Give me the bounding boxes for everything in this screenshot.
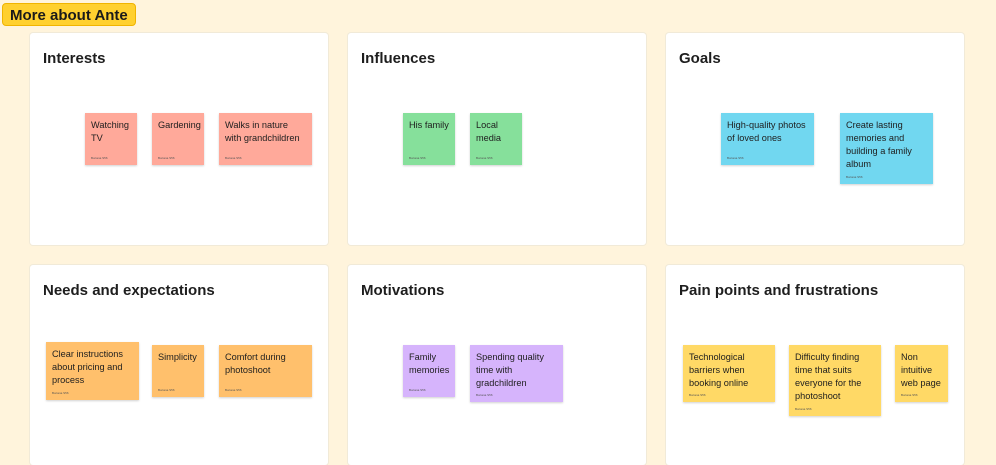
sticky-note[interactable]: Difficulty finding time that suits every… — [789, 345, 881, 416]
sticky-text: Technological barriers when booking onli… — [689, 352, 749, 388]
sticky-author: Boriana S56 — [901, 393, 918, 397]
sticky-note[interactable]: Comfort during photoshoot Boriana S56 — [219, 345, 312, 397]
sticky-author: Boriana S56 — [158, 388, 175, 392]
sticky-note[interactable]: Non intuitive web page Boriana S56 — [895, 345, 948, 402]
sticky-note[interactable]: Local media Boriana S56 — [470, 113, 522, 165]
card-motivations[interactable]: Motivations Family memories Boriana S56 … — [348, 265, 646, 465]
sticky-text: High-quality photos of loved ones — [727, 120, 806, 143]
sticky-text: Gardening — [158, 120, 201, 130]
sticky-author: Boriana S56 — [409, 388, 426, 392]
sticky-note[interactable]: Simplicity Boriana S56 — [152, 345, 204, 397]
sticky-text: Watching TV — [91, 120, 129, 143]
sticky-author: Boriana S56 — [158, 156, 175, 160]
sticky-author: Boriana S56 — [225, 388, 242, 392]
card-title: Pain points and frustrations — [679, 282, 879, 299]
sticky-note[interactable]: His family Boriana S56 — [403, 113, 455, 165]
sticky-author: Boriana S56 — [409, 156, 426, 160]
sticky-text: Comfort during photoshoot — [225, 352, 286, 375]
card-title: Interests — [43, 50, 106, 67]
sticky-note[interactable]: Create lasting memories and building a f… — [840, 113, 933, 184]
sticky-text: Clear instructions about pricing and pro… — [52, 349, 123, 385]
sticky-note[interactable]: Walks in nature with grandchildren Boria… — [219, 113, 312, 165]
sticky-note[interactable]: Watching TV Boriana S56 — [85, 113, 137, 165]
sticky-author: Boriana S56 — [52, 391, 69, 395]
card-title: Goals — [679, 50, 721, 67]
card-influences[interactable]: Influences His family Boriana S56 Local … — [348, 33, 646, 245]
sticky-note[interactable]: High-quality photos of loved ones Borian… — [721, 113, 814, 165]
board-title[interactable]: More about Ante — [2, 3, 136, 26]
sticky-author: Boriana S56 — [846, 175, 863, 179]
sticky-text: His family — [409, 120, 449, 130]
card-title: Motivations — [361, 282, 445, 299]
sticky-note[interactable]: Gardening Boriana S56 — [152, 113, 204, 165]
sticky-text: Spending quality time with gradchildren — [476, 352, 544, 388]
sticky-text: Family memories — [409, 352, 450, 375]
sticky-text: Difficulty finding time that suits every… — [795, 352, 862, 401]
card-needs-expectations[interactable]: Needs and expectations Clear instruction… — [30, 265, 328, 465]
sticky-text: Walks in nature with grandchildren — [225, 120, 300, 143]
sticky-text: Non intuitive web page — [901, 352, 941, 388]
sticky-note[interactable]: Clear instructions about pricing and pro… — [46, 342, 139, 400]
card-title: Influences — [361, 50, 436, 67]
card-pain-points[interactable]: Pain points and frustrations Technologic… — [666, 265, 964, 465]
sticky-author: Boriana S56 — [91, 156, 108, 160]
sticky-author: Boriana S56 — [795, 407, 812, 411]
sticky-note[interactable]: Spending quality time with gradchildren … — [470, 345, 563, 402]
sticky-text: Local media — [476, 120, 502, 143]
sticky-author: Boriana S56 — [476, 393, 493, 397]
card-title: Needs and expectations — [43, 282, 215, 299]
sticky-text: Simplicity — [158, 352, 197, 362]
sticky-note[interactable]: Technological barriers when booking onli… — [683, 345, 775, 402]
sticky-note[interactable]: Family memories Boriana S56 — [403, 345, 455, 397]
card-interests[interactable]: Interests Watching TV Boriana S56 Garden… — [30, 33, 328, 245]
sticky-author: Boriana S56 — [225, 156, 242, 160]
sticky-author: Boriana S56 — [476, 156, 493, 160]
sticky-author: Boriana S56 — [727, 156, 744, 160]
sticky-text: Create lasting memories and building a f… — [846, 120, 912, 169]
card-goals[interactable]: Goals High-quality photos of loved ones … — [666, 33, 964, 245]
sticky-author: Boriana S56 — [689, 393, 706, 397]
